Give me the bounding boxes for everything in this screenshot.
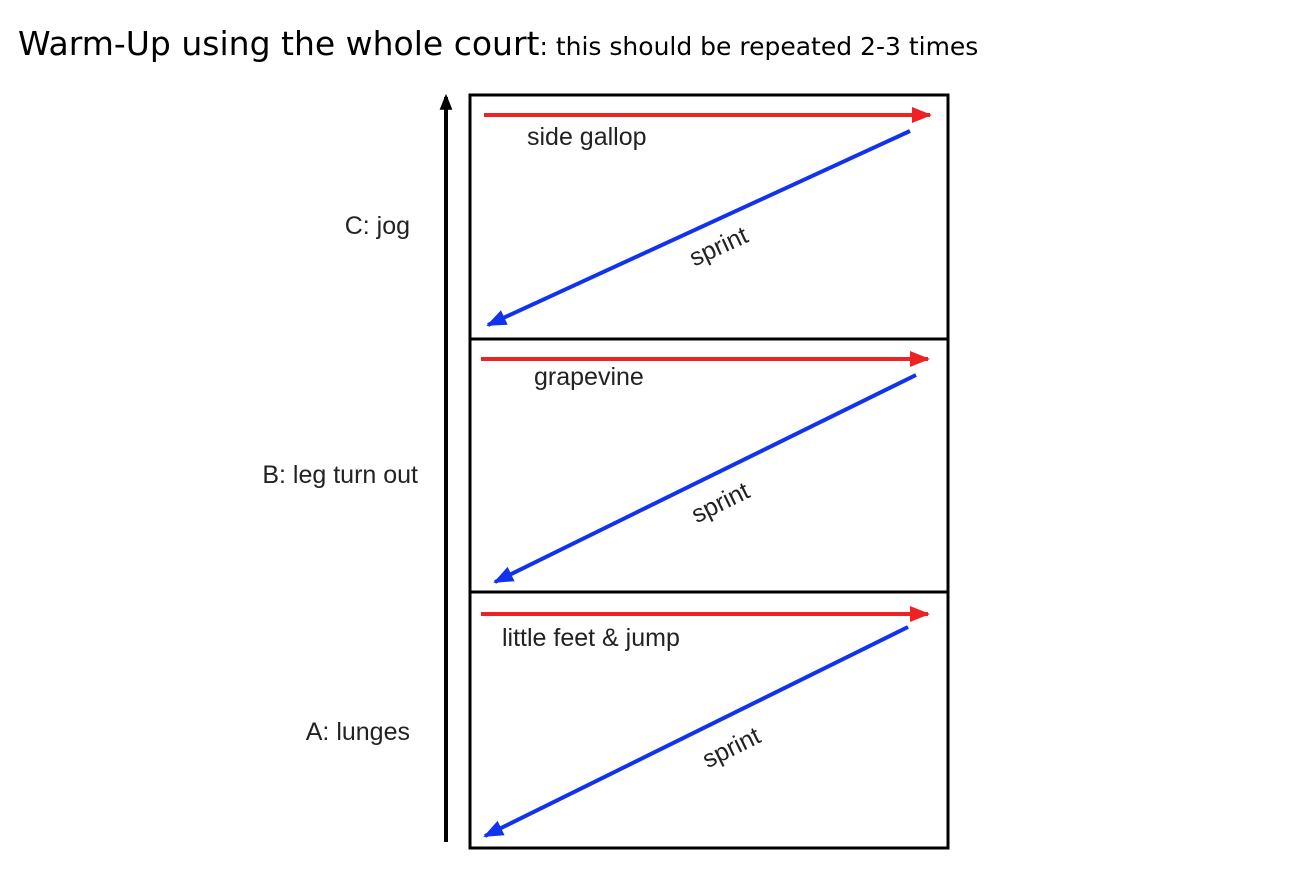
top-label-b: grapevine [534, 363, 644, 391]
blue-arrow-a [483, 625, 909, 838]
side-label-a: A: lunges [306, 718, 410, 746]
side-label-b: B: leg turn out [262, 461, 418, 489]
side-label-c: C: jog [345, 212, 410, 240]
top-label-a: little feet & jump [502, 624, 680, 652]
top-label-c: side gallop [527, 123, 647, 151]
section-c: C: jog side gallop sprint [345, 107, 932, 327]
section-a: A: lunges little feet & jump sprint [306, 606, 930, 838]
blue-arrow-c [486, 129, 911, 327]
diag-label-a: sprint [698, 722, 765, 774]
page-title: Warm-Up using the whole court: this shou… [18, 24, 978, 63]
title-subtitle: : this should be repeated 2-3 times [539, 32, 979, 61]
title-main: Warm-Up using the whole court [18, 24, 540, 63]
section-b: B: leg turn out grapevine sprint [262, 351, 930, 584]
blue-arrow-b [493, 373, 917, 584]
court-outline [468, 93, 950, 850]
